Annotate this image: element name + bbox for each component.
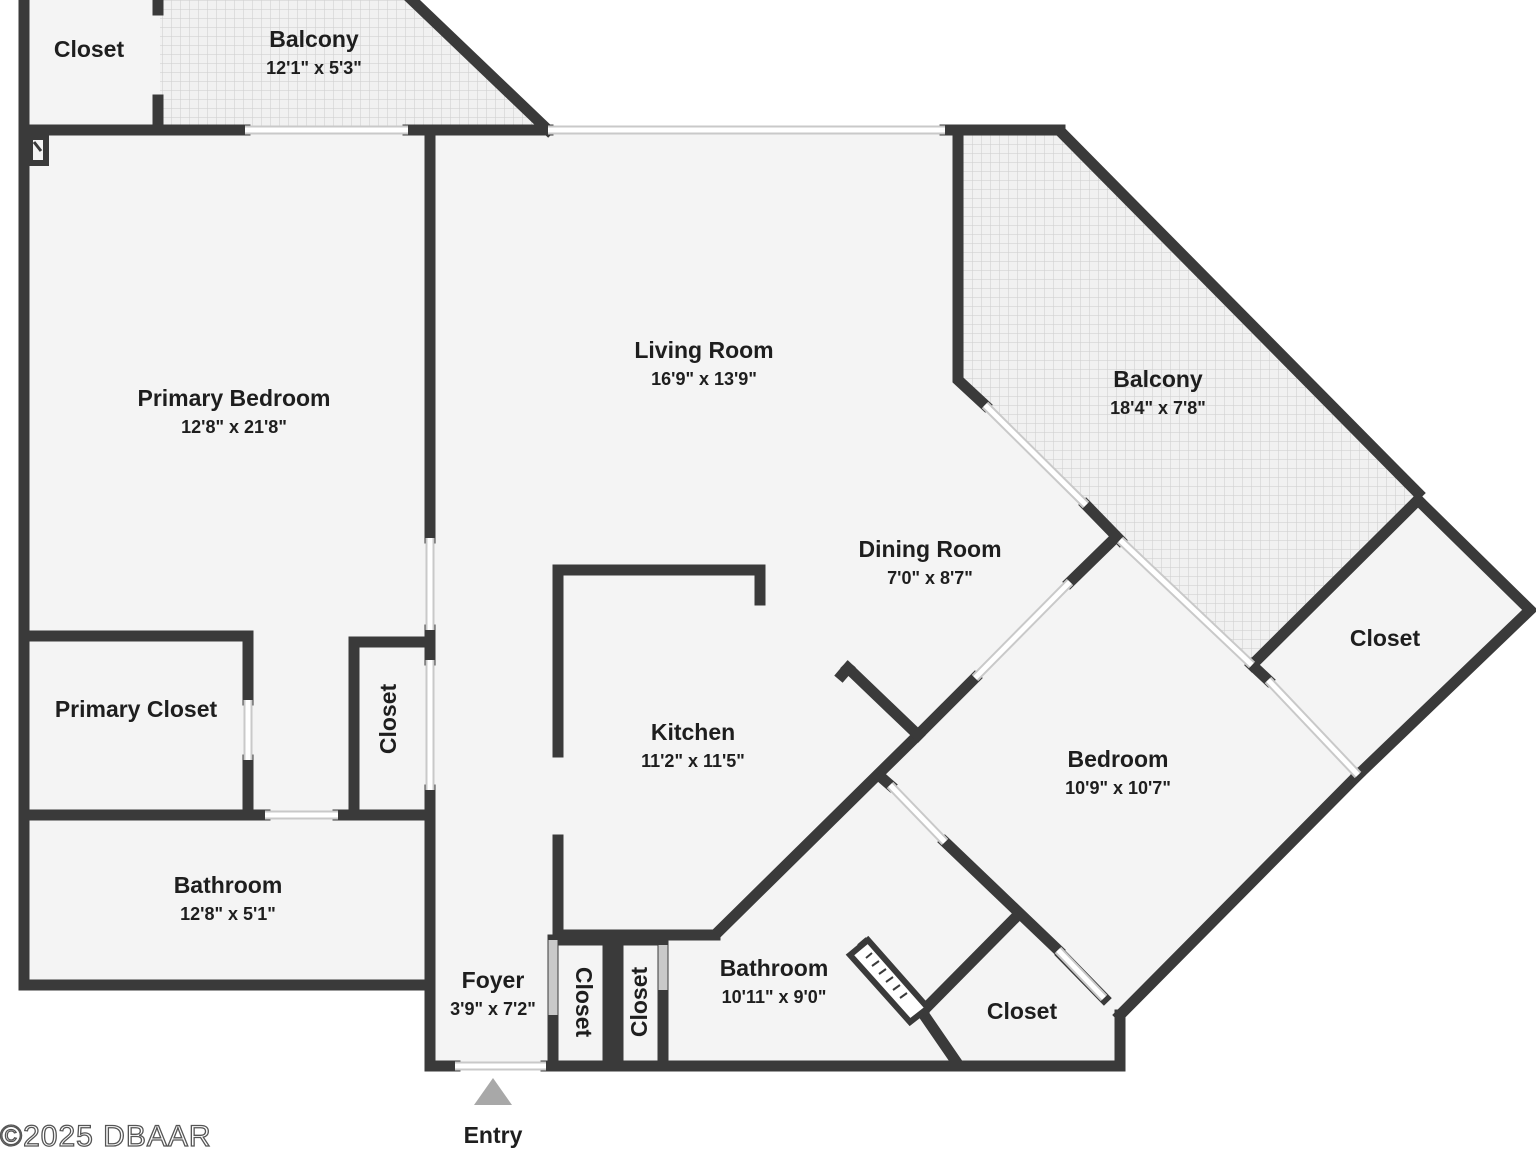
copyright-watermark: ©2025 DBAAR xyxy=(0,1119,212,1153)
room-name: Dining Room xyxy=(858,536,1001,562)
room-name: Closet xyxy=(571,967,597,1038)
room-dimensions: 10'11" x 9'0" xyxy=(722,987,827,1007)
room-labels: Closet Balcony 12'1" x 5'3" Primary Bedr… xyxy=(54,26,1421,1148)
windows xyxy=(243,125,1362,1071)
room-name: Living Room xyxy=(634,337,773,363)
room-name: Foyer xyxy=(462,967,525,993)
room-dimensions: 7'0" x 8'7" xyxy=(887,568,973,588)
room-dimensions: 18'4" x 7'8" xyxy=(1110,398,1206,418)
balcony-tiles xyxy=(160,0,1418,665)
room-name: Bathroom xyxy=(174,872,283,898)
room-name: Closet xyxy=(375,684,401,755)
walls xyxy=(18,0,1536,1072)
room-name: Balcony xyxy=(1113,366,1203,392)
entry-label: Entry xyxy=(464,1122,523,1148)
room-name: Bathroom xyxy=(720,955,829,981)
room-dimensions: 11'2" x 11'5" xyxy=(641,751,745,771)
room-name: Primary Bedroom xyxy=(137,385,330,411)
room-name: Kitchen xyxy=(651,719,735,745)
room-dimensions: 12'8" x 5'1" xyxy=(180,904,276,924)
room-name: Closet xyxy=(54,36,125,62)
room-dimensions: 12'1" x 5'3" xyxy=(266,58,362,78)
vent-icon xyxy=(845,935,933,1027)
entry-arrow-icon xyxy=(474,1078,512,1105)
room-name: Balcony xyxy=(269,26,359,52)
room-name: Closet xyxy=(1350,625,1421,651)
room-dimensions: 10'9" x 10'7" xyxy=(1065,778,1171,798)
room-name: Closet xyxy=(626,967,652,1038)
room-name: Bedroom xyxy=(1068,746,1169,772)
room-dimensions: 12'8" x 21'8" xyxy=(181,417,287,437)
room-name: Closet xyxy=(987,998,1058,1024)
room-dimensions: 3'9" x 7'2" xyxy=(450,999,536,1019)
room-dimensions: 16'9" x 13'9" xyxy=(651,369,757,389)
room-name: Primary Closet xyxy=(55,696,218,722)
